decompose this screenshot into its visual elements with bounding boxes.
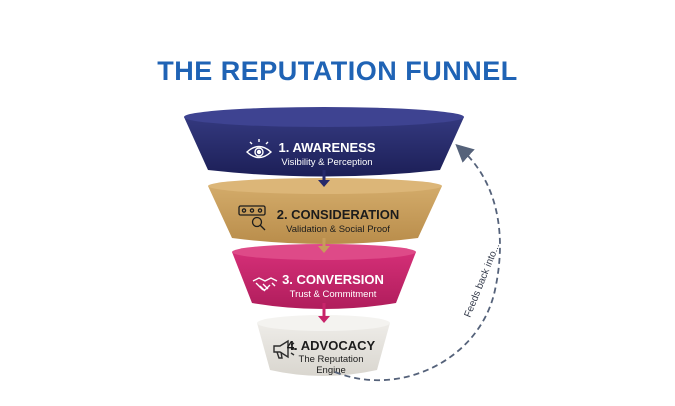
stage-awareness: 1. AWARENESS Visibility & Perception [184,107,464,177]
stage-conversion: 3. CONVERSION Trust & Commitment [232,244,416,309]
advocacy-subtitle-line1: The Reputation [299,354,364,365]
advocacy-title: 4. ADVOCACY [287,338,376,353]
conversion-title: 3. CONVERSION [282,272,384,287]
conversion-subtitle: Trust & Commitment [290,289,377,300]
review-magnifier-icon [238,205,266,231]
eye-icon [245,139,273,159]
conversion-segment [232,252,416,309]
stage-advocacy: 4. ADVOCACY The Reputation Engine [257,315,390,376]
consideration-segment [208,186,442,244]
consideration-title: 2. CONSIDERATION [277,207,400,222]
advocacy-subtitle-line2: Engine [316,365,346,376]
consideration-subtitle: Validation & Social Proof [286,224,390,235]
awareness-subtitle: Visibility & Perception [281,157,372,168]
down-arrow-3 [318,303,330,323]
page-title: THE REPUTATION FUNNEL [157,56,518,86]
stage-consideration: 2. CONSIDERATION Validation & Social Pro… [208,178,442,244]
awareness-title: 1. AWARENESS [278,140,375,155]
down-arrow-1 [318,170,330,187]
handshake-icon [252,277,278,292]
advocacy-segment [257,323,390,376]
awareness-segment [184,117,464,177]
megaphone-icon [273,339,295,359]
down-arrow-2 [318,238,330,253]
